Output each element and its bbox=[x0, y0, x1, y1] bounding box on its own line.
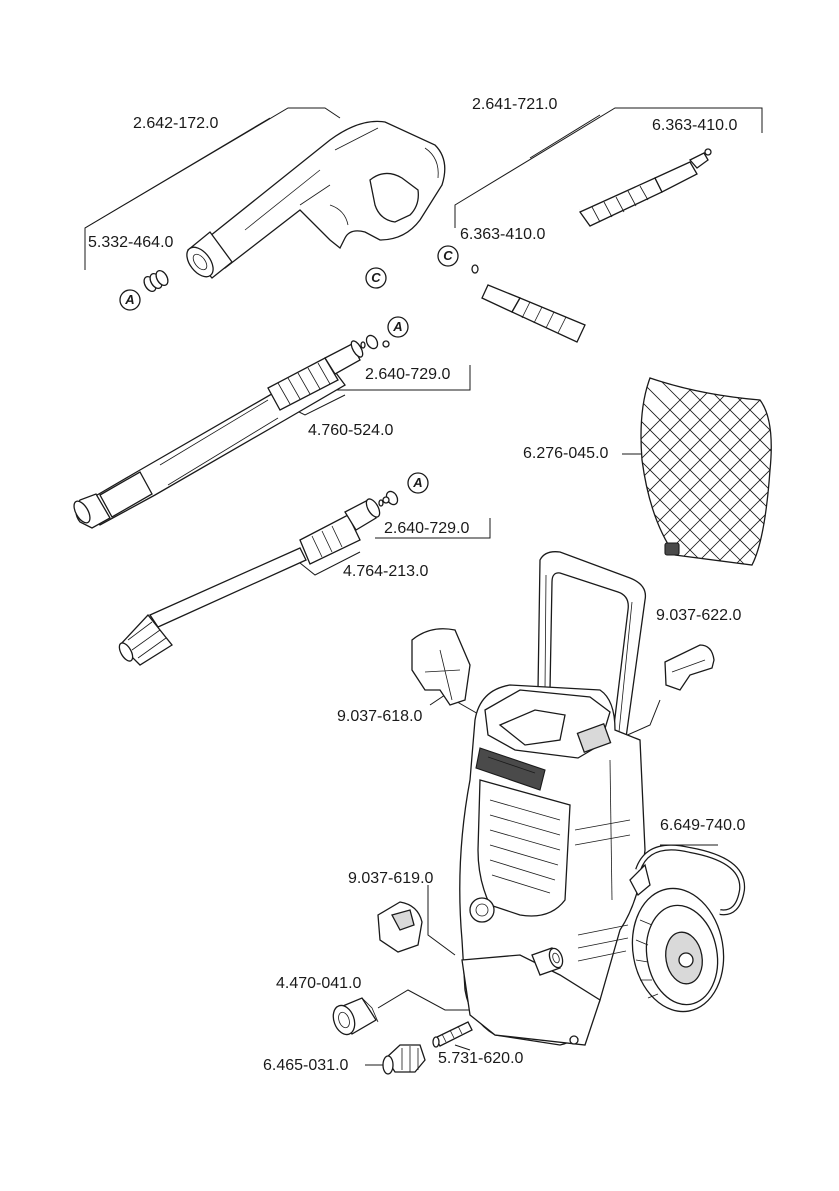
marker-c-gun: C bbox=[365, 267, 387, 289]
label-dirt-blaster-kit: 2.640-729.0 bbox=[384, 520, 470, 537]
label-holder-right: 9.037-622.0 bbox=[656, 607, 742, 624]
marker-c-hose: C bbox=[437, 245, 459, 267]
label-gun: 2.642-172.0 bbox=[133, 115, 219, 132]
marker-letter: A bbox=[393, 319, 403, 334]
label-dirt-blaster: 4.764-213.0 bbox=[343, 563, 429, 580]
label-hose-oring-mid: 6.363-410.0 bbox=[460, 226, 546, 243]
wheel bbox=[631, 887, 725, 1013]
label-gun-connector: 5.332-464.0 bbox=[88, 234, 174, 251]
inlet-filter-part bbox=[432, 1021, 473, 1048]
marker-circle-icon bbox=[365, 267, 387, 289]
gun-connector-spring bbox=[143, 269, 169, 293]
label-vario-lance-kit: 2.640-729.0 bbox=[365, 366, 451, 383]
vario-power-lance bbox=[73, 334, 379, 529]
marker-letter: A bbox=[413, 475, 423, 490]
holder-right-part bbox=[664, 644, 715, 691]
marker-circle-icon bbox=[437, 245, 459, 267]
water-inlet-fitting bbox=[531, 947, 564, 976]
high-pressure-hose bbox=[471, 148, 712, 343]
label-hose-oring-top: 6.363-410.0 bbox=[652, 117, 738, 134]
label-hose: 2.641-721.0 bbox=[472, 96, 558, 113]
water-inlet-coupling-part bbox=[332, 997, 379, 1036]
marker-circle-icon bbox=[119, 289, 141, 311]
marker-letter: C bbox=[443, 248, 453, 263]
label-vario-lance: 4.760-524.0 bbox=[308, 422, 394, 439]
marker-a-gun: A bbox=[119, 289, 141, 311]
marker-letter: A bbox=[125, 292, 135, 307]
oring-parts bbox=[382, 340, 390, 504]
label-holder-left: 9.037-618.0 bbox=[337, 708, 423, 725]
marker-circle-icon bbox=[387, 316, 409, 338]
marker-letter: C bbox=[371, 270, 381, 285]
hose-adapter-part bbox=[382, 1044, 426, 1075]
pressure-washer-unit bbox=[459, 551, 746, 1046]
marker-a-dirt-blaster: A bbox=[407, 472, 429, 494]
dirt-blaster-lance bbox=[118, 490, 399, 666]
spray-gun bbox=[143, 120, 446, 293]
power-cord bbox=[629, 844, 746, 916]
label-power-cord: 6.649-740.0 bbox=[660, 817, 746, 834]
label-holder-front: 9.037-619.0 bbox=[348, 870, 434, 887]
label-storage-net: 6.276-045.0 bbox=[523, 445, 609, 462]
marker-circle-icon bbox=[407, 472, 429, 494]
holder-left-part bbox=[411, 628, 471, 706]
label-water-inlet-coupling: 4.470-041.0 bbox=[276, 975, 362, 992]
label-hose-adapter: 6.465-031.0 bbox=[263, 1057, 349, 1074]
holder-front-part bbox=[377, 901, 423, 953]
marker-a-vario-lance: A bbox=[387, 316, 409, 338]
label-inlet-filter: 5.731-620.0 bbox=[438, 1050, 524, 1067]
